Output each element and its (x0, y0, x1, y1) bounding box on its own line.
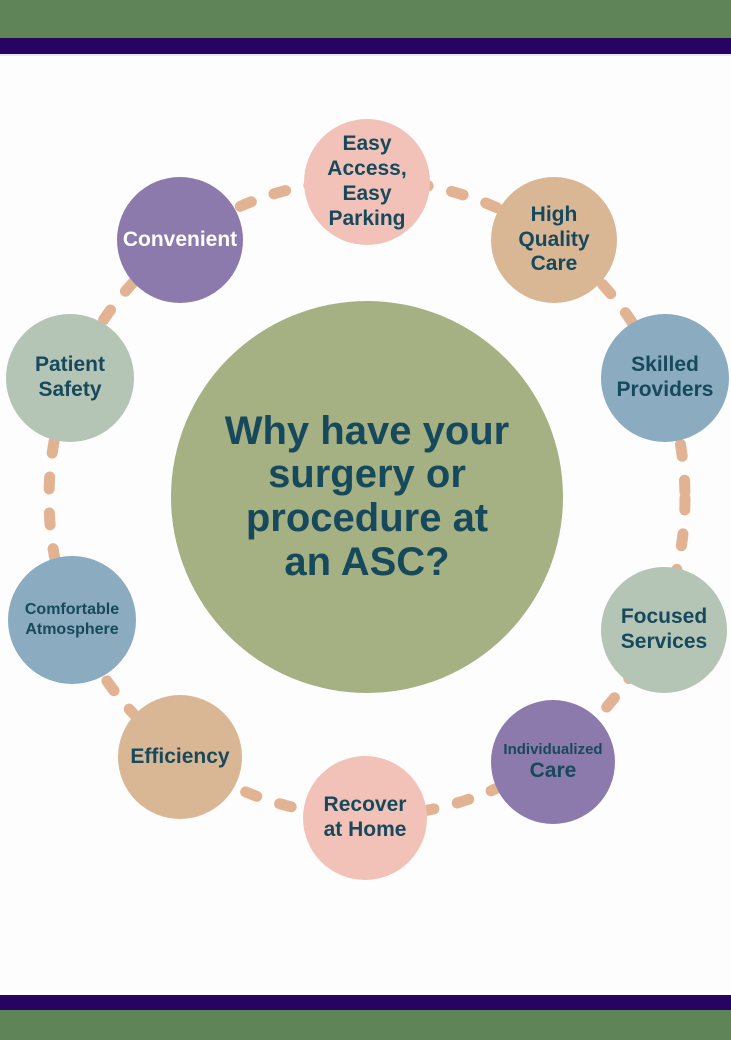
bubble-individualized-care: Individualized Care (491, 700, 615, 824)
bottom-green-bar (0, 1010, 731, 1040)
bubble-label: Skilled Providers (616, 353, 714, 401)
bubble-patient-safety: Patient Safety (6, 314, 134, 442)
bubble-label: High Quality Care (518, 202, 590, 276)
bubble-label: Patient Safety (34, 353, 105, 401)
top-purple-bar (0, 38, 731, 56)
bubble-label: Recover at Home (323, 793, 407, 841)
bubble-label: Efficiency (130, 744, 230, 768)
bubble-efficiency: Efficiency (118, 695, 242, 819)
bubble-label: Easy Access, Easy Parking (327, 132, 407, 230)
bubble-label: Convenient (122, 227, 238, 251)
bubble-comfortable-atmosphere: Comfortable Atmosphere (8, 556, 136, 684)
bottom-purple-bar (0, 995, 731, 1010)
bubble-label: Comfortable Atmosphere (24, 601, 120, 638)
page-title: Why have your surgery or procedure at an… (224, 408, 510, 584)
bubble-easy-access-easy-parking: Easy Access, Easy Parking (304, 119, 430, 245)
bubble-skilled-providers: Skilled Providers (601, 314, 729, 442)
bubble-label-bottom: Care (529, 758, 577, 782)
top-green-bar (0, 0, 731, 38)
bubble-convenient: Convenient (117, 177, 243, 303)
bubble-recover-at-home: Recover at Home (303, 756, 427, 880)
center-circle: Why have your surgery or procedure at an… (171, 301, 563, 693)
bubble-focused-services: Focused Services (601, 567, 727, 693)
bubble-high-quality-care: High Quality Care (491, 177, 617, 303)
bubble-label: Focused Services (620, 605, 708, 653)
bubble-label-top: Individualized (503, 740, 603, 758)
